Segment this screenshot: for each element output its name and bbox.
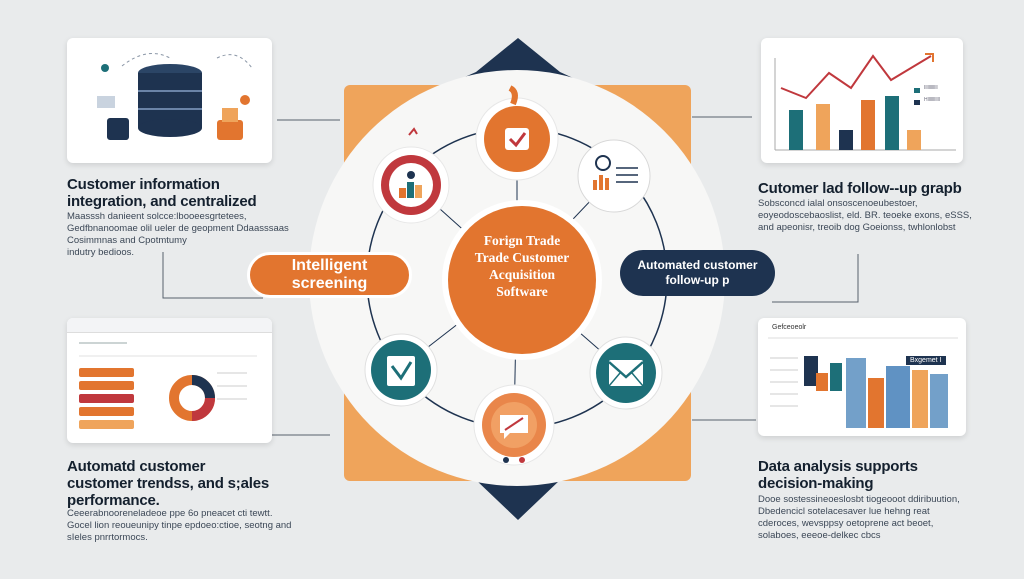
section-body-line: Gocel lion reoueunipy tinpe epdoeo:ctioe… [67,520,292,531]
section-title: Customer information integration, and ce… [67,176,257,210]
chat-icon [473,384,555,466]
magnifier-chart-icon [577,139,651,213]
envelope-icon [589,336,663,410]
section-title-line: customer trendss, and s;ales [67,475,269,492]
section-title-line: performance. [67,492,160,509]
section-body-line: Dbedencicl sotelacesaver lue hehng reat [758,506,930,517]
section-body-line: Gedfbnanoomae olil ueler de geopment Dda… [67,223,289,234]
center-title-line: Acquisition [488,267,556,282]
database-card [67,38,272,163]
pill-label: Intelligent [291,257,368,274]
section-title-line: Cutomer lad follow--up grapb [758,180,962,197]
connector-line [772,254,859,303]
center-disc [448,206,596,354]
center-title: Forign Trade Trade Customer Acquisition … [447,232,597,300]
connector-line [162,252,263,299]
center-title-line: Software [496,284,548,299]
section-title: Automatd customer customer trendss, and … [67,458,269,509]
section-body: Maasssh danieent solcce:lbooeesgrtetees,… [67,211,289,259]
analysis-card-title: Gefceoeolr [772,324,807,331]
pill-label: screening [291,275,368,292]
section-body: Ceeerabnooreneladeoe ppe 6o pneacet cti … [67,508,291,544]
section-title: Data analysis supports decision-making [758,458,918,492]
section-body: Dooe sostessineoeslosbt tiogeooot ddirib… [758,494,960,542]
dashboard-card [67,318,272,443]
section-title-line: Data analysis supports [758,458,918,475]
section-body-line: Sobsconcd ialal onsoscenoeubestoer, [758,198,918,209]
analysis-card: Gefceoeolr Bxgemet I [758,318,966,436]
analysis-badge: Bxgemet I [906,356,946,365]
section-body-line: indutry bedioos. [67,247,135,258]
pill-label: Automated customer [637,258,758,272]
legend-item: Illlllllllll [924,85,938,91]
legend-item: Hlllllllllll [924,97,940,103]
section-body-line: solaboes, eeeoe-delkec cbcs [758,530,881,541]
section-body-line: Cosimmnas and Cpotmtumy [67,235,187,246]
section-body-line: Maasssh danieent solcce:lbooeesgrtetees, [67,211,247,222]
database-icon [97,53,253,140]
intelligent-screening-pill: Intelligent screening [247,252,412,298]
section-body-line: and apeonisr, treoib dog Goeionss, twhlo… [758,222,956,233]
pill-label: follow-up p [665,273,730,287]
section-title: Cutomer lad follow--up grapb [758,180,962,197]
section-title-line: integration, and centralized [67,193,257,210]
section-body-line: eoyeodoscebaoslist, eld. BR. teoeke exon… [758,210,972,221]
followup-chart-card: Illlllllllll Hlllllllllll [761,38,963,163]
analysis-graphic [768,337,958,428]
center-title-line: Trade Customer [474,250,570,265]
automated-follow-up-pill: Automated customer follow-up p [620,250,775,296]
section-body-line: sIeles pnrrtormocs. [67,532,148,543]
section-body-line: cderoces, wevsppsy oetoprene act beoet, [758,518,934,529]
section-body: Sobsconcd ialal onsoscenoeubestoer, eoye… [758,198,972,234]
center-title-line: Forign Trade [483,233,561,248]
document-check-icon [364,333,438,407]
section-title-line: Automatd customer [67,458,206,475]
section-body-line: Ceeerabnooreneladeoe ppe 6o pneacet cti … [67,508,273,519]
podium-chart-icon [372,127,450,224]
check-badge-icon [475,85,559,181]
section-title-line: Customer information [67,176,220,193]
dashboard-graphic [79,342,257,429]
bar-line-chart [774,53,956,151]
section-body-line: Dooe sostessineoeslosbt tiogeooot ddirib… [758,494,960,505]
section-title-line: decision-making [758,475,874,492]
